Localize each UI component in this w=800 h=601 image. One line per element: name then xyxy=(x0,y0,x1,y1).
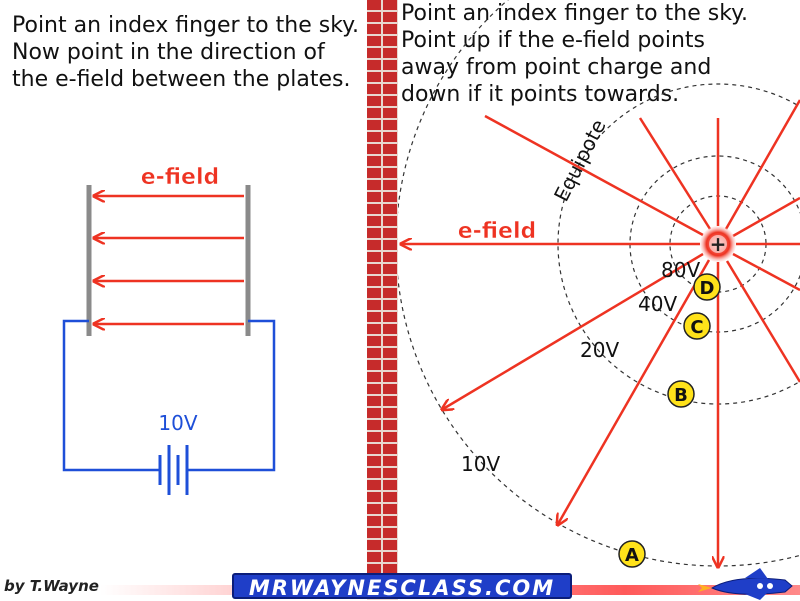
field-line xyxy=(724,99,800,230)
right-instruction-text: Point an index finger to the sky. Point … xyxy=(401,1,749,107)
field-line xyxy=(558,259,711,524)
circuit-wire xyxy=(62,319,276,472)
svg-text:D: D xyxy=(700,278,715,299)
battery-voltage-label: 10V xyxy=(158,411,197,435)
left-instruction-text: Point an index finger to the sky. Now po… xyxy=(12,13,360,92)
potential-label-40v: 40V xyxy=(638,292,677,316)
battery-symbol xyxy=(158,445,189,495)
point-charge-diagram: e-field Equipote + 80V 40V 20V 10V A B C… xyxy=(395,0,800,568)
left-efield-label: e-field xyxy=(141,165,220,190)
svg-text:C: C xyxy=(690,317,703,338)
site-logo-banner: MRWAYNESCLASS.COM xyxy=(232,573,572,600)
point-a: A xyxy=(618,540,646,568)
potential-label-10v: 10V xyxy=(461,452,500,476)
field-line xyxy=(638,117,712,230)
point-b: B xyxy=(667,380,695,408)
positive-point-charge: + xyxy=(700,226,736,262)
brick-divider xyxy=(367,0,398,600)
field-line xyxy=(484,114,704,237)
parallel-plate-diagram: e-field 10V xyxy=(62,165,276,495)
potential-label-80v: 80V xyxy=(661,258,700,282)
field-line xyxy=(732,252,800,292)
svg-text:B: B xyxy=(674,385,688,406)
field-line xyxy=(732,196,800,238)
point-c: C xyxy=(683,312,711,340)
radial-field-lines xyxy=(402,99,800,566)
svg-text:A: A xyxy=(625,545,639,566)
field-line xyxy=(725,260,800,383)
equipotential-label: Equipote xyxy=(549,115,611,205)
author-byline: by T.Wayne xyxy=(4,577,99,595)
right-efield-label: e-field xyxy=(458,219,537,244)
charge-sign: + xyxy=(710,232,727,256)
field-line xyxy=(443,252,704,409)
point-d: D xyxy=(693,273,721,301)
potential-label-20v: 20V xyxy=(580,338,619,362)
